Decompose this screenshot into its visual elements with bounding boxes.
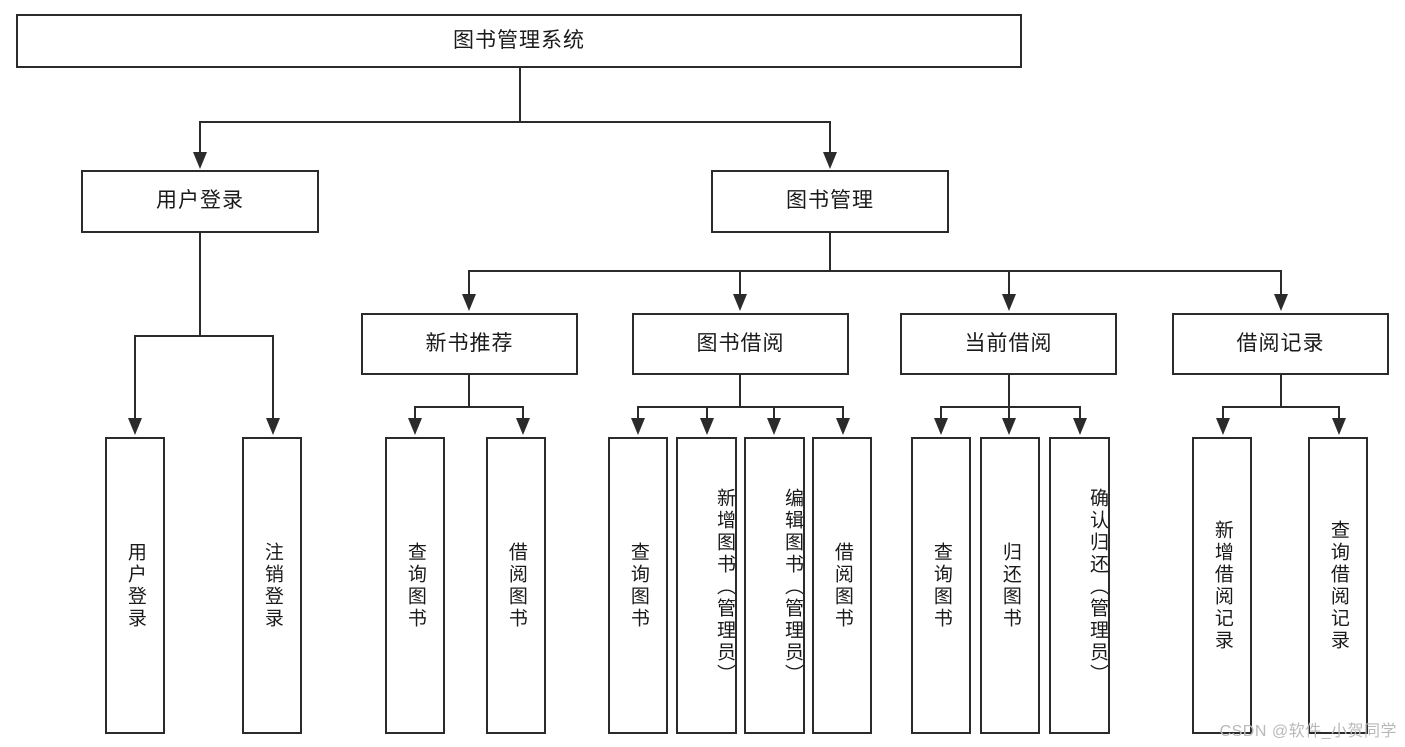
node-label: 借阅记录 — [1236, 331, 1325, 355]
node-label: 图书管理系统 — [453, 28, 585, 52]
arrowhead-nbr-leaf-1 — [408, 418, 422, 435]
node-book-borrow[interactable]: 图书借阅 — [632, 313, 849, 375]
node-current-borrow[interactable]: 当前借阅 — [900, 313, 1117, 375]
arrowhead-br-leaf-2 — [1332, 418, 1346, 435]
arrowhead-nbr-leaf-2 — [516, 418, 530, 435]
arrowhead-br-leaf-1 — [1216, 418, 1230, 435]
connector-bb-drop-1 — [637, 406, 639, 419]
node-label: 借阅图书 — [831, 541, 853, 630]
connector-bb-bus — [637, 406, 842, 408]
node-label: 查询图书 — [930, 541, 952, 630]
connector-bb-drop-4 — [842, 406, 844, 419]
node-label: 注销登录 — [261, 541, 283, 630]
arrowhead-to-leaf-logout — [266, 418, 280, 435]
connector-br-drop-2 — [1338, 406, 1340, 419]
watermark-csdn: CSDN @软件_小贺同学 — [1219, 723, 1397, 740]
leaf-user-login[interactable]: 用户登录 — [105, 437, 165, 734]
connector-br-bus — [1222, 406, 1338, 408]
arrowhead-root-to-user-login — [193, 152, 207, 169]
connector-bm-drop-4 — [1280, 270, 1282, 295]
arrowhead-to-current-borrow — [1002, 294, 1016, 311]
node-label: 查询借阅记录 — [1327, 519, 1349, 652]
connector-bm-drop-1 — [468, 270, 470, 295]
connector-user-login-drop-2 — [272, 335, 274, 419]
node-book-management[interactable]: 图书管理 — [711, 170, 949, 233]
leaf-add-book-admin[interactable]: 新增图书（管理员） — [676, 437, 737, 734]
node-label: 编辑图书（管理员） — [782, 487, 803, 686]
connector-user-login-bus — [134, 335, 272, 337]
node-label: 新增借阅记录 — [1211, 519, 1233, 652]
arrowhead-to-borrow-record — [1274, 294, 1288, 311]
node-borrow-record[interactable]: 借阅记录 — [1172, 313, 1389, 375]
connector-nbr-drop-2 — [522, 406, 524, 419]
arrowhead-cb-leaf-3 — [1073, 418, 1087, 435]
arrowhead-bb-leaf-4 — [836, 418, 850, 435]
node-label: 查询图书 — [404, 541, 426, 630]
connector-nbr-stem — [468, 375, 470, 406]
arrowhead-root-to-book-management — [823, 152, 837, 169]
connector-bm-drop-2 — [739, 270, 741, 295]
node-label: 归还图书 — [999, 541, 1021, 630]
node-root-book-management-system[interactable]: 图书管理系统 — [16, 14, 1022, 68]
connector-cb-drop-2 — [1008, 406, 1010, 419]
arrowhead-bb-leaf-3 — [767, 418, 781, 435]
leaf-query-book-recommend[interactable]: 查询图书 — [385, 437, 445, 734]
arrowhead-to-new-book-recommend — [462, 294, 476, 311]
connector-cb-stem — [1008, 375, 1010, 406]
node-label: 新增图书（管理员） — [714, 487, 735, 686]
arrowhead-bb-leaf-1 — [631, 418, 645, 435]
arrowhead-to-leaf-user-login — [128, 418, 142, 435]
connector-bb-drop-3 — [773, 406, 775, 419]
leaf-edit-book-admin[interactable]: 编辑图书（管理员） — [744, 437, 805, 734]
node-label: 图书管理 — [786, 189, 874, 213]
arrowhead-bb-leaf-2 — [700, 418, 714, 435]
connector-root-stem — [519, 68, 521, 121]
arrowhead-cb-leaf-1 — [934, 418, 948, 435]
node-label: 图书借阅 — [696, 331, 785, 355]
node-user-login[interactable]: 用户登录 — [81, 170, 319, 233]
connector-book-management-stem — [829, 233, 831, 270]
connector-book-management-bus — [468, 270, 1280, 272]
node-label: 新书推荐 — [425, 331, 514, 355]
connector-user-login-drop-1 — [134, 335, 136, 419]
leaf-confirm-return-admin[interactable]: 确认归还（管理员） — [1049, 437, 1110, 734]
connector-cb-drop-3 — [1079, 406, 1081, 419]
connector-bb-stem — [739, 375, 741, 406]
leaf-add-borrow-record[interactable]: 新增借阅记录 — [1192, 437, 1252, 734]
node-new-book-recommend[interactable]: 新书推荐 — [361, 313, 578, 375]
connector-nbr-drop-1 — [414, 406, 416, 419]
connector-root-bus — [199, 121, 830, 123]
connector-root-drop-2 — [829, 121, 831, 153]
leaf-query-book-borrow[interactable]: 查询图书 — [608, 437, 668, 734]
connector-br-drop-1 — [1222, 406, 1224, 419]
node-label: 确认归还（管理员） — [1087, 487, 1108, 686]
connector-br-stem — [1280, 375, 1282, 406]
node-label: 用户登录 — [124, 541, 146, 630]
node-label: 查询图书 — [627, 541, 649, 630]
connector-bb-drop-2 — [706, 406, 708, 419]
arrowhead-cb-leaf-2 — [1002, 418, 1016, 435]
connector-nbr-bus — [414, 406, 522, 408]
connector-root-drop-1 — [199, 121, 201, 153]
node-label: 用户登录 — [156, 189, 244, 213]
leaf-logout[interactable]: 注销登录 — [242, 437, 302, 734]
leaf-borrow-book-recommend[interactable]: 借阅图书 — [486, 437, 546, 734]
connector-cb-drop-1 — [940, 406, 942, 419]
node-label: 借阅图书 — [505, 541, 527, 630]
leaf-query-book-current[interactable]: 查询图书 — [911, 437, 971, 734]
connector-bm-drop-3 — [1008, 270, 1010, 295]
connector-user-login-stem — [199, 233, 201, 335]
leaf-return-book[interactable]: 归还图书 — [980, 437, 1040, 734]
leaf-borrow-book[interactable]: 借阅图书 — [812, 437, 872, 734]
arrowhead-to-book-borrow — [733, 294, 747, 311]
node-label: 当前借阅 — [964, 331, 1053, 355]
leaf-query-borrow-record[interactable]: 查询借阅记录 — [1308, 437, 1368, 734]
